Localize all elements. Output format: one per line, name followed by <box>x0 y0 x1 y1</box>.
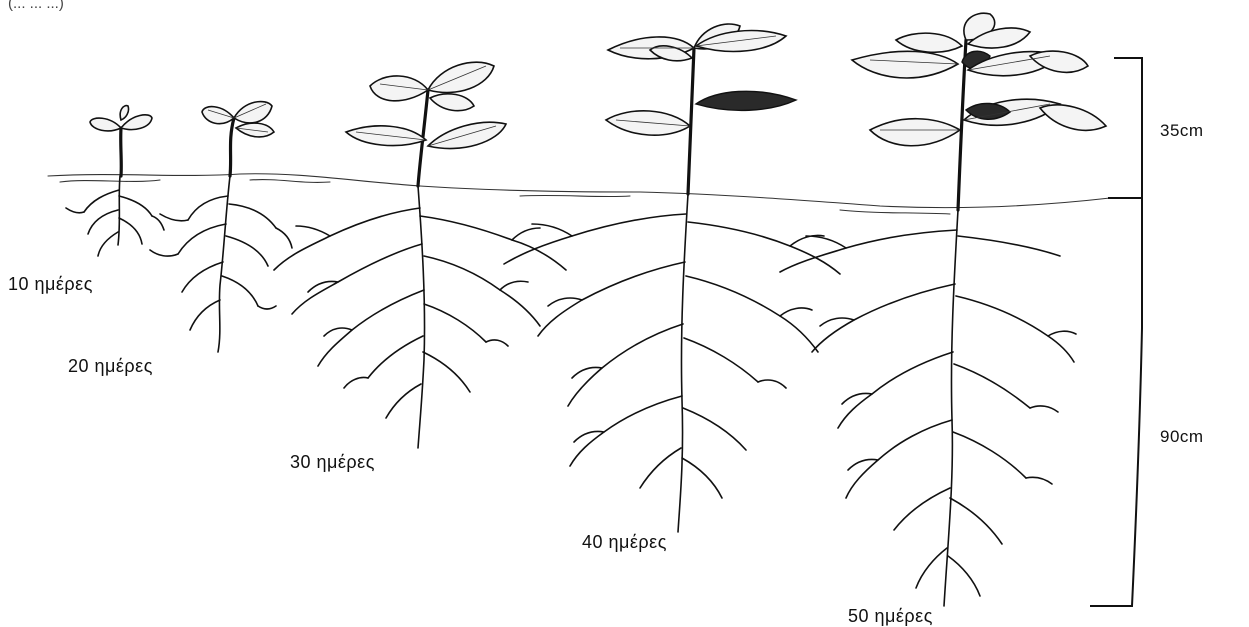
root-system <box>504 194 840 532</box>
top-cropped-text: (... ... ...) <box>8 0 64 12</box>
plant-40-days <box>504 24 840 532</box>
root-system <box>150 176 292 352</box>
stage-label-50-days: 50 ημέρες <box>848 606 933 626</box>
root-system <box>274 186 566 448</box>
scale-label-below-ground: 90cm <box>1160 427 1204 446</box>
root-system <box>66 176 164 256</box>
height-scale: 35cm 90cm <box>1090 58 1204 606</box>
shoot <box>202 102 274 176</box>
shoot <box>606 24 796 194</box>
plant-50-days <box>780 13 1106 606</box>
soil-surface <box>48 174 1110 214</box>
shoot <box>346 62 506 186</box>
scale-bar-below-ground <box>1090 198 1142 606</box>
stage-label-10-days: 10 ημέρες <box>8 274 93 294</box>
root-system <box>780 210 1076 606</box>
scale-label-above-ground: 35cm <box>1160 121 1204 140</box>
scale-bar-above-ground <box>1114 58 1142 198</box>
stage-label-40-days: 40 ημέρες <box>582 532 667 552</box>
stage-label-30-days: 30 ημέρες <box>290 452 375 472</box>
stage-label-20-days: 20 ημέρες <box>68 356 153 376</box>
shoot <box>852 13 1106 210</box>
plant-20-days <box>150 102 292 352</box>
shoot <box>90 106 152 176</box>
